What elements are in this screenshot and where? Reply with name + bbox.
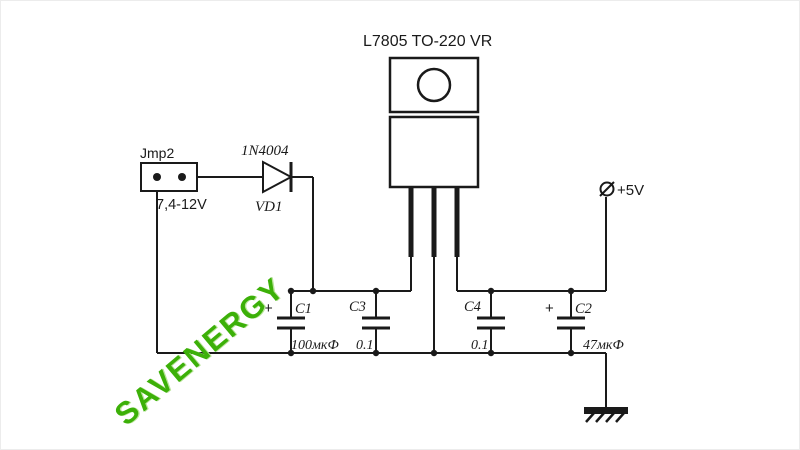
ground-bar-icon bbox=[584, 407, 628, 414]
junction-dot bbox=[487, 349, 495, 357]
junction-dot bbox=[567, 349, 575, 357]
c2-value-label: 47мкФ bbox=[583, 338, 624, 353]
connector-pin-right bbox=[178, 173, 186, 181]
output-terminal: +5V bbox=[599, 181, 644, 199]
c1-ref-label: C1 bbox=[295, 301, 312, 317]
output-voltage-label: +5V bbox=[617, 182, 644, 199]
regulator-package bbox=[388, 56, 480, 257]
junction-dot bbox=[430, 349, 438, 357]
diode-part-label: 1N4004 bbox=[241, 143, 289, 159]
c2-polarity-label: + bbox=[545, 300, 554, 317]
regulator-body bbox=[388, 115, 480, 189]
connector-pin-left bbox=[153, 173, 161, 181]
c2-ref-label: C2 bbox=[575, 301, 592, 317]
junction-dot bbox=[372, 349, 380, 357]
junction-dot bbox=[487, 287, 495, 295]
junction-dot bbox=[372, 287, 380, 295]
c1-polarity-label: + bbox=[264, 300, 273, 317]
junction-dot bbox=[567, 287, 575, 295]
capacitor-c1: + C1 100мкФ bbox=[264, 291, 339, 353]
junction-dot bbox=[309, 287, 317, 295]
regulator-mounting-hole-icon bbox=[416, 67, 452, 103]
c3-value-label: 0.1 bbox=[356, 338, 374, 353]
regulator-title-label: L7805 TO-220 VR bbox=[363, 33, 492, 50]
output-terminal-slash-icon bbox=[599, 181, 615, 197]
input-connector: Jmp2 7,4-12V bbox=[140, 145, 207, 213]
capacitor-c2: + C2 47мкФ bbox=[545, 291, 624, 353]
c1-value-label: 100мкФ bbox=[291, 338, 339, 353]
capacitor-c3: C3 0.1 bbox=[349, 291, 390, 353]
connector-outline bbox=[140, 162, 198, 192]
junction-dots bbox=[287, 287, 575, 357]
ground-symbol bbox=[584, 407, 628, 423]
diode-anode-triangle bbox=[262, 160, 294, 194]
connector-name-label: Jmp2 bbox=[140, 145, 174, 161]
ground-hatch-icon bbox=[585, 412, 625, 423]
c4-value-label: 0.1 bbox=[471, 338, 489, 353]
diode-ref-label: VD1 bbox=[255, 199, 283, 215]
junction-dot bbox=[287, 349, 295, 357]
c3-ref-label: C3 bbox=[349, 299, 366, 315]
diode-symbol: 1N4004 VD1 bbox=[241, 143, 294, 215]
capacitor-c4: C4 0.1 bbox=[464, 291, 505, 353]
junction-dot bbox=[287, 287, 295, 295]
wires bbox=[156, 176, 607, 408]
input-voltage-label: 7,4-12V bbox=[156, 197, 207, 213]
c4-ref-label: C4 bbox=[464, 299, 481, 315]
